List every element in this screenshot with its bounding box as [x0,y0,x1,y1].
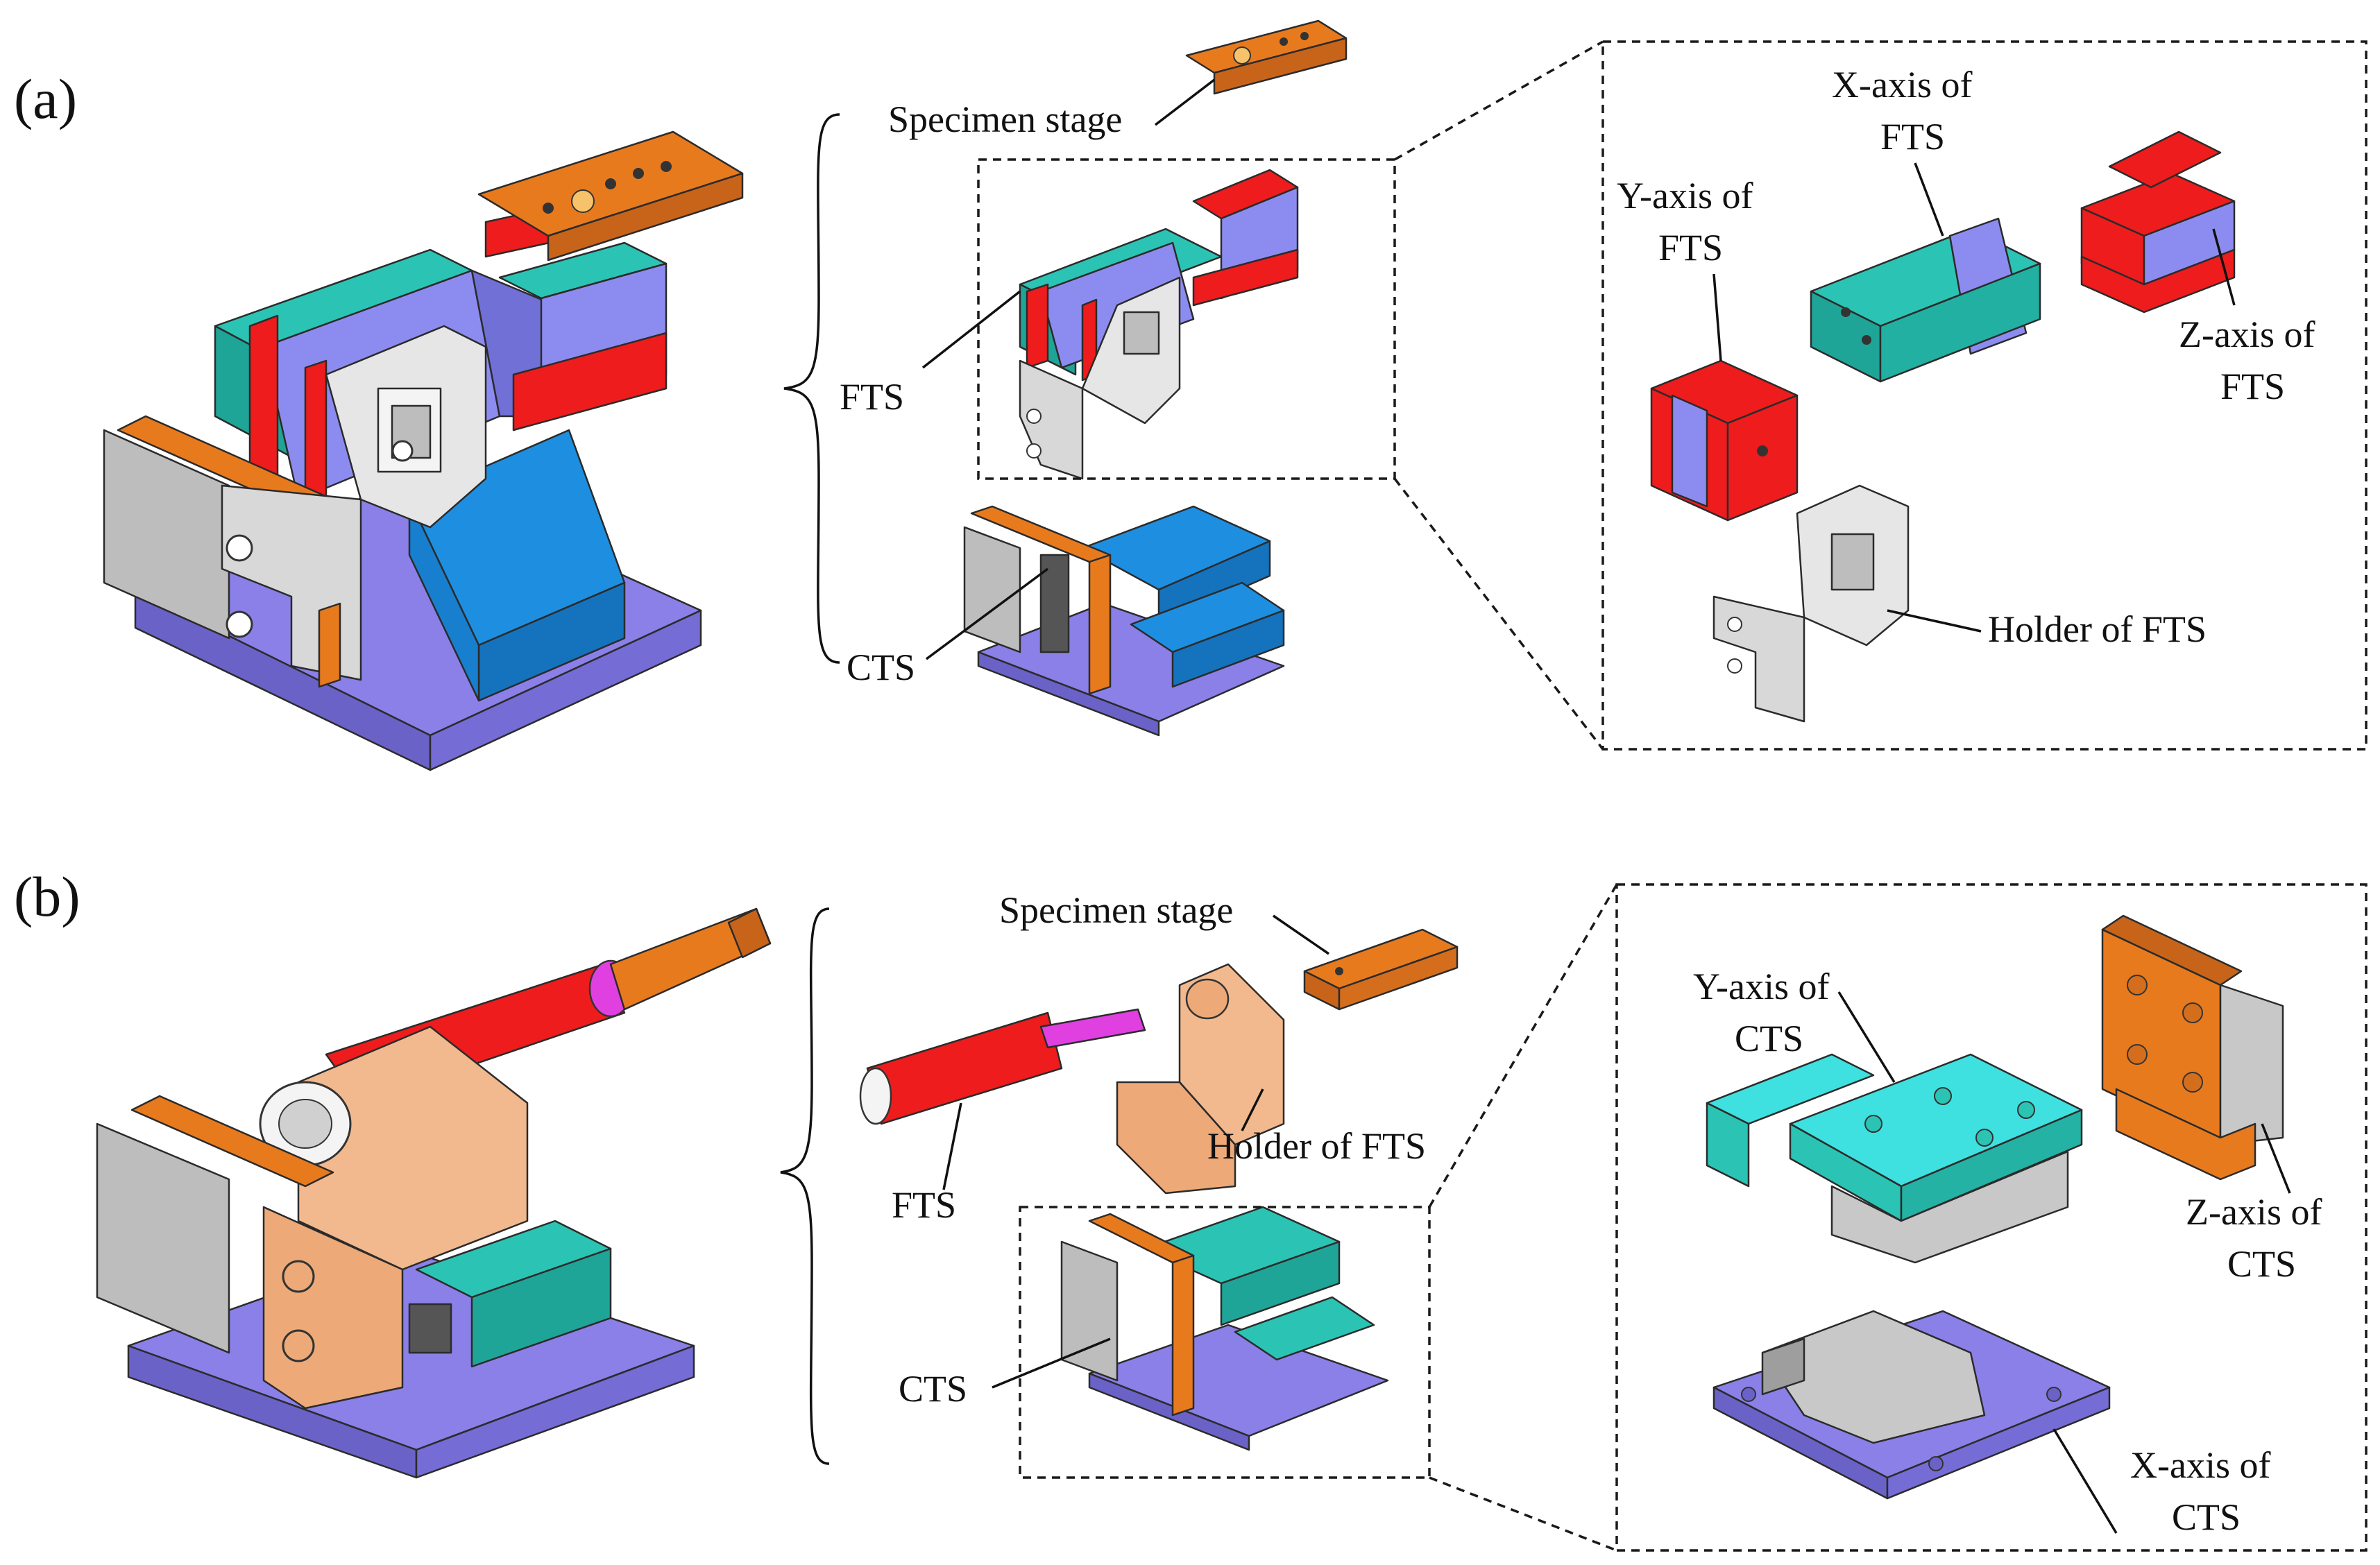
panel-a-tag: (a) [14,67,77,130]
panel-a-holder-fts-part [1712,484,1910,723]
panel-a-fts-subassembly [1019,169,1299,480]
panel-a-y-axis-fts-part [1650,359,1799,522]
panel-b-z-axis-cts-part [2101,914,2284,1181]
panel-a-x-axis-fts-part [1810,217,2041,383]
arrow-b-specimen-stage [1273,914,1329,955]
arrow-a-holder-fts [1887,609,1982,633]
panel-b-specimen-stage-part [1303,928,1459,1011]
arrow-b-holder-fts [1241,1088,1264,1131]
label-a-cts: CTS [847,647,915,688]
label-a-specimen-stage: Specimen stage [888,99,1122,140]
panel-b-y-axis-cts-part [1706,1053,2083,1264]
panel-a-z-axis-fts-part [2080,130,2236,314]
arrow-b-x-axis-cts [2052,1428,2118,1534]
panel-b-brace [780,907,830,1465]
zoom-line-a-bottom [1393,477,1604,751]
panel-a-fts-dashed-box [977,158,1396,480]
arrow-a-cts [925,567,1049,660]
panel-b-x-axis-cts-part [1712,1310,2111,1500]
panel-b-fts-part [859,1008,1146,1125]
label-a-holder-fts: Holder of FTS [1988,608,2207,650]
arrow-a-specimen-stage [1154,78,1216,126]
panel-b-tag: (b) [14,865,80,928]
arrow-a-y-axis-fts [1712,273,1722,361]
label-b-z-axis-cts: Z-axis of CTS [2186,1191,2331,1285]
zoom-line-b-bottom [1429,1476,1617,1552]
label-a-y-axis-fts: Y-axis of FTS [1617,175,1762,268]
arrow-a-x-axis-fts [1914,162,1944,237]
arrow-a-z-axis-fts [2212,228,2236,306]
arrow-b-y-axis-cts [1837,991,1896,1083]
label-b-x-axis-cts: X-axis of CTS [2130,1444,2280,1538]
panel-b-detail-box [1615,883,2368,1552]
arrow-a-fts [921,290,1021,369]
label-b-cts: CTS [899,1368,967,1410]
arrow-b-fts [942,1102,962,1190]
panel-a-cts-subassembly [963,505,1285,737]
label-a-x-axis-fts: X-axis of FTS [1832,64,1982,157]
panel-b-assembly [96,907,772,1479]
zoom-line-b-top [1428,884,1618,1208]
panel-a-brace [783,113,840,664]
panel-a-specimen-stage-part [1185,19,1348,95]
zoom-line-a-top [1394,40,1604,161]
label-a-fts: FTS [840,376,904,418]
label-b-specimen-stage: Specimen stage [999,889,1233,931]
label-b-y-axis-cts: Y-axis of CTS [1693,966,1839,1059]
label-a-z-axis-fts: Z-axis of FTS [2179,314,2324,407]
arrow-b-cts [992,1337,1111,1389]
label-b-fts: FTS [892,1184,956,1226]
panel-b-cts-dashed-box [1019,1206,1431,1479]
panel-a-detail-box [1601,40,2368,751]
label-b-holder-fts: Holder of FTS [1207,1125,1426,1167]
arrow-b-z-axis-cts [2261,1123,2291,1194]
panel-b-cts-subassembly [1060,1206,1389,1451]
panel-a-assembly [103,130,744,771]
